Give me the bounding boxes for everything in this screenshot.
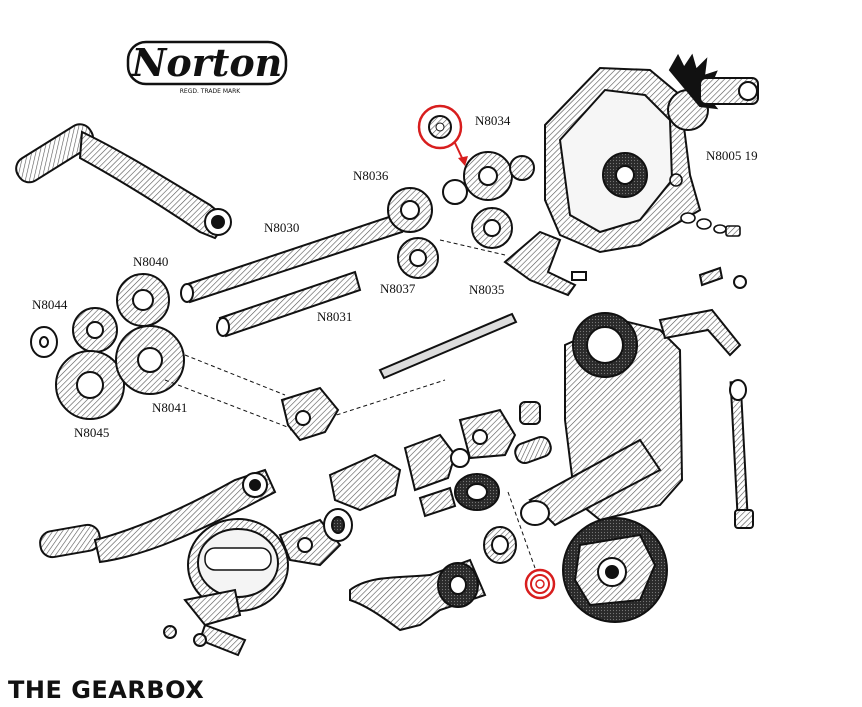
outer-cover-housing [520, 312, 684, 527]
norton-logo: Norton REGD. TRADE MARK [126, 40, 288, 96]
cutaway-inset [562, 517, 668, 623]
gear-cluster-upper [387, 151, 535, 279]
label-n8005-19: N8005 19 [706, 148, 758, 163]
logo-wordmark: Norton [131, 40, 283, 85]
lower-gear-lever [349, 558, 487, 632]
label-n8045: N8045 [74, 425, 110, 440]
layshaft [216, 270, 362, 338]
label-n8044: N8044 [32, 297, 68, 312]
gear-change-pedal [39, 468, 277, 564]
guide-lines [164, 239, 536, 569]
diagram-title: THE GEARBOX [8, 676, 205, 704]
highlight-spring [524, 568, 556, 600]
label-n8040: N8040 [133, 254, 169, 269]
label-n8030: N8030 [264, 220, 300, 235]
label-n8041: N8041 [152, 400, 188, 415]
label-n8034: N8034 [475, 113, 511, 128]
linkage-rods [658, 266, 754, 529]
label-n8037: N8037 [380, 281, 416, 296]
gearbox-shell [544, 53, 759, 254]
small-parts [278, 401, 552, 567]
label-n8031: N8031 [317, 309, 353, 324]
selector-rod [378, 312, 518, 380]
logo-tagline: REGD. TRADE MARK [180, 88, 242, 95]
label-n8036: N8036 [353, 168, 389, 183]
shell-washers [669, 173, 741, 237]
label-n8035: N8035 [469, 282, 505, 297]
kickstart-lever [15, 123, 232, 240]
gear-cluster-lower [30, 273, 185, 420]
outer-cover-lower [163, 518, 289, 657]
highlight-n8034 [417, 104, 468, 166]
selector-fork-lower [280, 386, 340, 442]
selector-fork-upper [503, 230, 587, 297]
mainshaft [180, 213, 404, 304]
